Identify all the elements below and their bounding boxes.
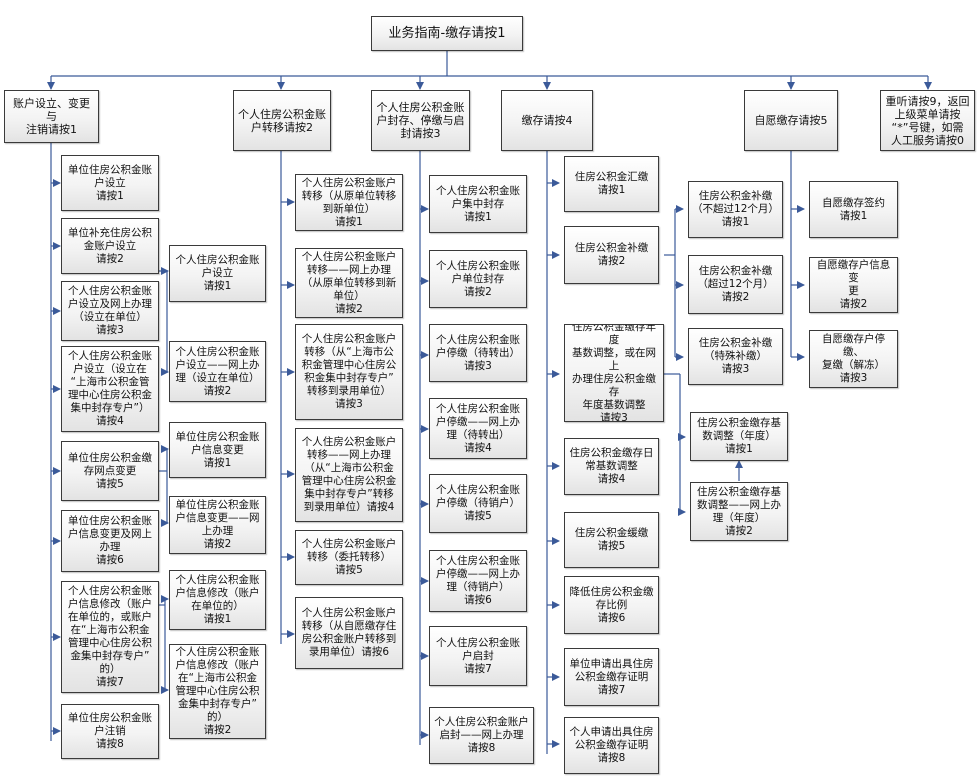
submenu-annual-base-1[interactable]: 住房公积金缴存基 数调整（年度） 请按1 (690, 412, 788, 461)
menu-item-transfer-3[interactable]: 个人住房公积金账户 转移（从“上海市公 积金管理中心住房公 积金集中封存专户” … (295, 324, 403, 420)
menu-item-voluntary-3[interactable]: 自愿缴存户停缴、 复缴（解冻） 请按3 (809, 330, 898, 388)
menu-category-voluntary[interactable]: 自愿缴存请按5 (744, 90, 838, 151)
menu-category-transfer[interactable]: 个人住房公积金账 户转移请按2 (233, 90, 331, 151)
menu-item-account-6[interactable]: 单位住房公积金账 户信息变更及网上 办理 请按6 (61, 510, 159, 572)
submenu-unit-info-1[interactable]: 单位住房公积金账 户信息变更 请按1 (169, 422, 266, 478)
menu-item-account-8[interactable]: 单位住房公积金账 户注销 请按8 (61, 704, 159, 759)
menu-item-transfer-1[interactable]: 个人住房公积金账户 转移（从原单位转移 到新单位） 请按1 (295, 174, 403, 231)
menu-item-payment-7[interactable]: 单位申请出具住房 公积金缴存证明 请按7 (564, 648, 659, 706)
menu-item-voluntary-1[interactable]: 自愿缴存签约 请按1 (809, 181, 898, 238)
menu-item-seal-6[interactable]: 个人住房公积金账 户停缴——网上办 理（待销户） 请按6 (429, 550, 527, 612)
submenu-annual-base-2[interactable]: 住房公积金缴存基 数调整——网上办 理（年度） 请按2 (690, 482, 788, 541)
menu-item-account-1[interactable]: 单位住房公积金账 户设立 请按1 (61, 155, 159, 211)
menu-item-payment-3[interactable]: 住房公积金缴存年度 基数调整，或在网上 办理住房公积金缴存 年度基数调整 请按3 (564, 324, 664, 422)
menu-item-payment-2[interactable]: 住房公积金补缴 请按2 (564, 226, 659, 284)
menu-item-transfer-5[interactable]: 个人住房公积金账户 转移（委托转移） 请按5 (295, 530, 403, 585)
menu-item-payment-1[interactable]: 住房公积金汇缴 请按1 (564, 156, 659, 212)
menu-category-account[interactable]: 账户设立、变更与 注销请按1 (4, 90, 99, 143)
submenu-supplementary-2[interactable]: 住房公积金补缴 （超过12个月） 请按2 (688, 255, 783, 314)
submenu-account-setup-1[interactable]: 个人住房公积金账 户设立 请按1 (169, 245, 266, 302)
submenu-supplementary-1[interactable]: 住房公积金补缴 （不超过12个月） 请按1 (688, 181, 783, 238)
menu-replay-help[interactable]: 重听请按9，返回 上级菜单请按 “*”号键，如需 人工服务请按0 (880, 90, 975, 151)
menu-category-payment[interactable]: 缴存请按4 (501, 90, 593, 151)
menu-category-seal[interactable]: 个人住房公积金账 户封存、停缴与启 封请按3 (371, 90, 470, 151)
menu-item-payment-8[interactable]: 个人申请出具住房 公积金缴存证明 请按8 (564, 717, 659, 774)
menu-item-transfer-2[interactable]: 个人住房公积金账户 转移——网上办理 （从原单位转移到新 单位） 请按2 (295, 248, 403, 318)
menu-item-seal-5[interactable]: 个人住房公积金账 户停缴（待销户） 请按5 (429, 474, 527, 533)
submenu-personal-info-1[interactable]: 个人住房公积金账 户信息修改（账户 在单位的） 请按1 (169, 570, 266, 630)
menu-item-seal-2[interactable]: 个人住房公积金账 户单位封存 请按2 (429, 250, 527, 308)
menu-item-payment-4[interactable]: 住房公积金缴存日 常基数调整 请按4 (564, 438, 659, 495)
submenu-account-setup-2[interactable]: 个人住房公积金账 户设立——网上办 理（设立在单位） 请按2 (169, 341, 266, 402)
menu-item-seal-8[interactable]: 个人住房公积金账户 启封——网上办理 请按8 (429, 707, 534, 764)
menu-item-voluntary-2[interactable]: 自愿缴存户信息变 更 请按2 (809, 257, 898, 313)
menu-item-account-5[interactable]: 单位住房公积金缴 存网点变更 请按5 (61, 441, 159, 501)
menu-item-seal-1[interactable]: 个人住房公积金账 户集中封存 请按1 (429, 175, 527, 233)
submenu-unit-info-2[interactable]: 单位住房公积金账 户信息变更——网 上办理 请按2 (169, 496, 266, 554)
menu-item-account-3[interactable]: 个人住房公积金账 户设立及网上办理 （设立在单位） 请按3 (61, 281, 159, 341)
menu-item-account-4[interactable]: 个人住房公积金账 户设立（设立在 “上海市公积金管 理中心住房公积金 集中封存专… (61, 346, 159, 432)
menu-item-payment-5[interactable]: 住房公积金缓缴 请按5 (564, 512, 659, 568)
menu-item-account-7[interactable]: 个人住房公积金账 户信息修改（账户 在单位的，或账户 在“上海市公积金 管理中心… (61, 581, 159, 693)
submenu-personal-info-2[interactable]: 个人住房公积金账 户信息修改（账户 在“上海市公积金 管理中心住房公积 金集中封… (169, 644, 266, 739)
menu-item-transfer-6[interactable]: 个人住房公积金账户 转移（从自愿缴存住 房公积金账户转移到 录用单位）请按6 (295, 597, 403, 669)
menu-item-seal-7[interactable]: 个人住房公积金账 户启封 请按7 (429, 626, 527, 686)
menu-item-transfer-4[interactable]: 个人住房公积金账户 转移——网上办理 （从“上海市公积金 管理中心住房公积金 集… (295, 428, 403, 522)
submenu-supplementary-3[interactable]: 住房公积金补缴 （特殊补缴） 请按3 (688, 328, 783, 385)
menu-item-payment-6[interactable]: 降低住房公积金缴 存比例 请按6 (564, 576, 659, 634)
menu-item-seal-3[interactable]: 个人住房公积金账 户停缴（待转出） 请按3 (429, 324, 527, 382)
menu-root: 业务指南-缴存请按1 (371, 16, 523, 51)
menu-item-account-2[interactable]: 单位补充住房公积 金账户设立 请按2 (61, 218, 159, 274)
menu-item-seal-4[interactable]: 个人住房公积金账 户停缴——网上办 理（待转出） 请按4 (429, 398, 527, 459)
